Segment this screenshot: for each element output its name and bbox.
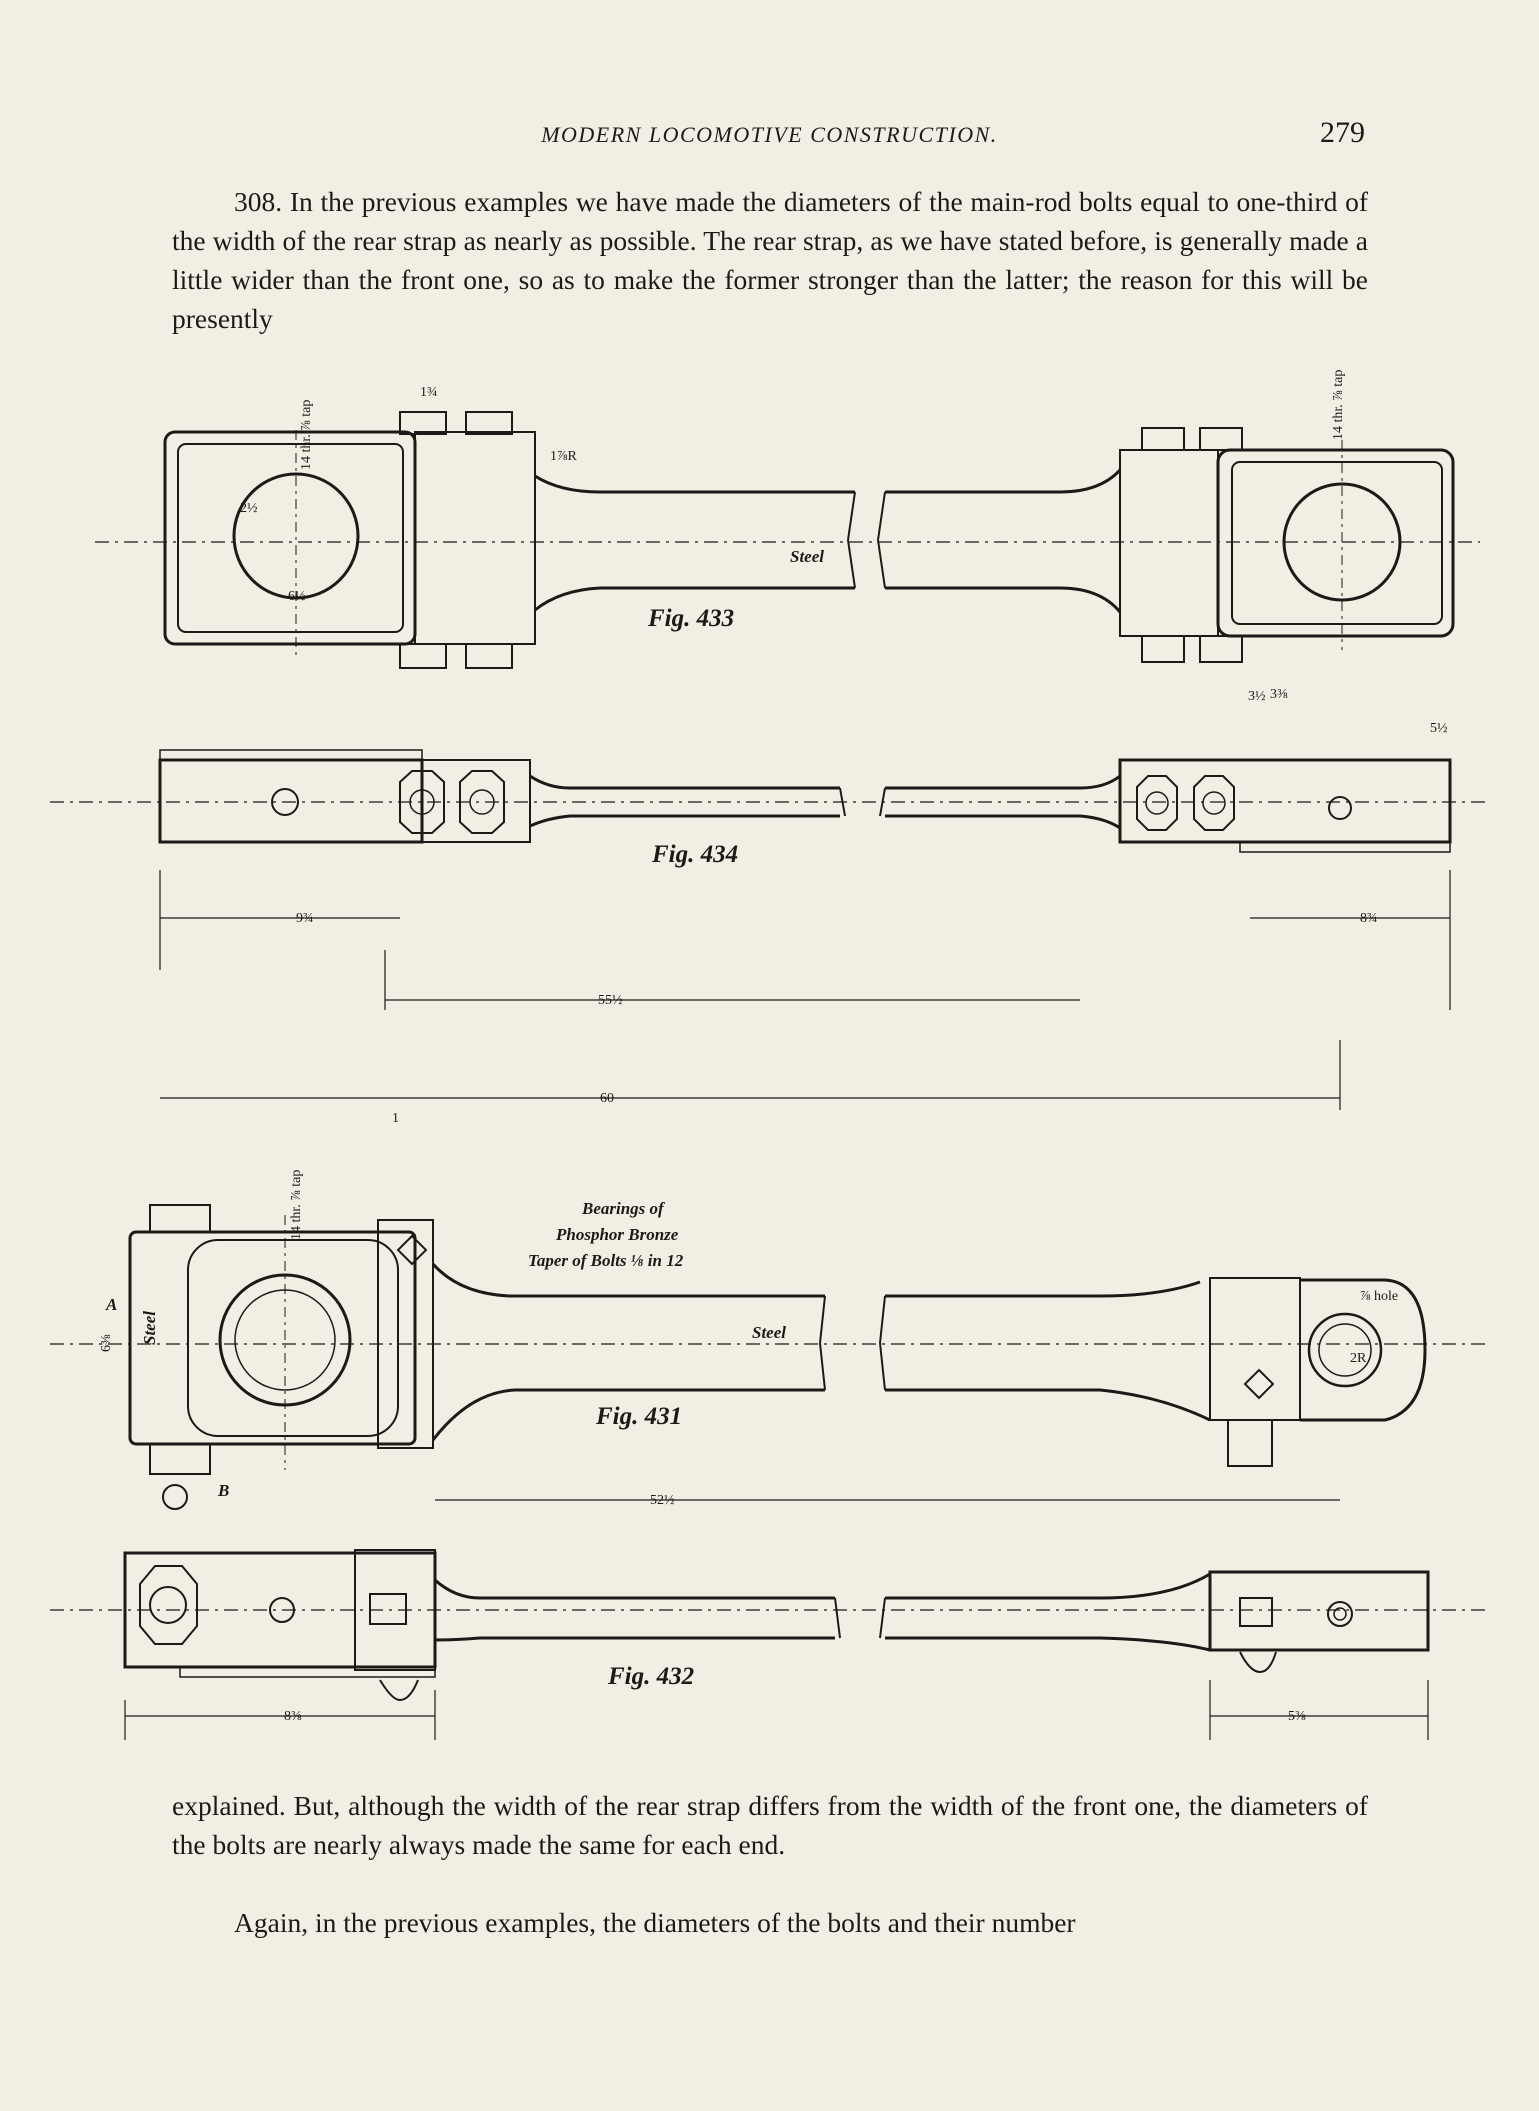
overall-dimensions-lower <box>124 1499 1429 1740</box>
fig-431-mark-b: B <box>217 1481 229 1500</box>
dim-len-3-3-8: 3⅜ <box>1270 687 1288 702</box>
fig-431-drawing <box>50 1204 1490 1510</box>
fig-434-drawing <box>50 749 1490 853</box>
page-number: 279 <box>1320 116 1365 149</box>
dim-one: 1 <box>392 1111 399 1126</box>
dim-2r: 2R <box>1350 1351 1367 1366</box>
fig-431-label: Fig. 431 <box>595 1403 682 1430</box>
fig-433-material: Steel <box>790 547 824 566</box>
running-title: MODERN LOCOMOTIVE CONSTRUCTION. <box>541 122 998 147</box>
dim-len-9-3-4: 9¾ <box>296 911 314 926</box>
fig-431-mark-a: A <box>105 1295 117 1314</box>
fig-433-label: Fig. 433 <box>647 605 734 632</box>
fig-431-note-2: Phosphor Bronze <box>555 1225 679 1244</box>
dim-top-right-tap: 14 thr. ⅞ tap <box>1331 370 1346 440</box>
dim-bolt-spacing: 1¾ <box>420 385 438 400</box>
dim-hole: ⅞ hole <box>1360 1289 1398 1304</box>
page-header: MODERN LOCOMOTIVE CONSTRUCTION. 279 <box>0 116 1539 158</box>
dim-len-60: 60 <box>600 1091 614 1106</box>
fig-431-material: Steel <box>752 1323 786 1342</box>
fig-434-label: Fig. 434 <box>651 841 738 868</box>
fig-431-note-1: Bearings of <box>581 1199 666 1218</box>
dim-top-left-tap: 14 thr. ⅞ tap <box>299 400 314 470</box>
dim-len-8-3-8: 8⅜ <box>284 1709 302 1724</box>
dim-radius: 2½ <box>240 501 258 516</box>
fig-431-note-3: Taper of Bolts ⅛ in 12 <box>528 1251 684 1270</box>
dim-width-6: 6⅜ <box>99 1334 114 1352</box>
dim-eye-width: 6½ <box>288 589 306 604</box>
dim-len-5-3-8: 5⅜ <box>1288 1709 1306 1724</box>
paragraph-308: 308. In the previous examples we have ma… <box>172 186 1368 334</box>
overall-dimensions-upper <box>159 870 1451 1110</box>
fig-433-drawing <box>95 411 1480 669</box>
fig-432-drawing <box>50 1549 1490 1702</box>
fig-431-strap-material: Steel <box>140 1311 159 1345</box>
dim-strap-r1: 1⅞R <box>550 449 578 464</box>
fig-432-label: Fig. 432 <box>607 1663 694 1690</box>
dim-len-52-1-2: 52½ <box>650 1493 675 1508</box>
dim-len-55-1-2: 55½ <box>598 993 623 1008</box>
paragraph-again: Again, in the previous examples, the dia… <box>234 1907 1076 1938</box>
dim-tap-lower: 14 thr. ⅞ tap <box>289 1170 304 1240</box>
dim-len-5-1-2: 5½ <box>1430 721 1448 736</box>
paragraph-continued: explained. But, although the width of th… <box>172 1790 1368 1860</box>
dim-len-8-3-4: 8¾ <box>1360 911 1378 926</box>
dim-strap-r2: 3½ <box>1248 689 1266 704</box>
